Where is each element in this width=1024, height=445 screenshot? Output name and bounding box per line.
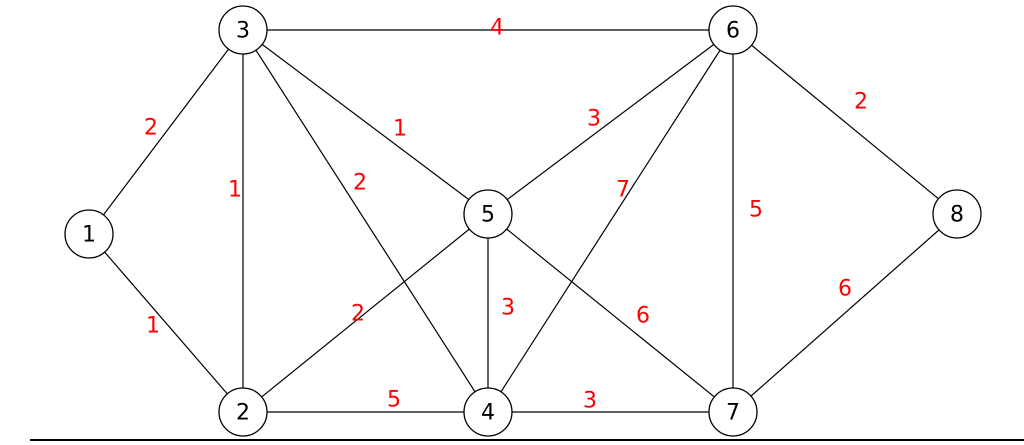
node-circle (708, 387, 758, 437)
edge-weight-3-4: 2 (353, 171, 367, 196)
node-circle (218, 387, 268, 437)
edge-3-5 (242, 29, 489, 215)
edge-1-2 (88, 233, 244, 413)
node-circle (932, 189, 982, 239)
edge-weight-6-7: 5 (749, 198, 763, 223)
edge-4-6 (487, 29, 734, 413)
node-5: 5 (463, 189, 513, 239)
edge-weight-8-7: 6 (838, 277, 852, 302)
node-label: 7 (726, 401, 740, 426)
edge-weight-2-4: 5 (387, 388, 401, 413)
node-8: 8 (932, 189, 982, 239)
edge-8-7 (732, 213, 958, 413)
edge-weight-2-5: 2 (351, 302, 365, 327)
nodes-layer: 1 2 3 4 5 6 7 8 (64, 5, 982, 437)
node-circle (218, 5, 268, 55)
edge-weight-4-7: 3 (583, 389, 597, 414)
node-label: 8 (950, 203, 964, 228)
edge-weight-3-2: 1 (228, 178, 242, 203)
weights-layer: 2 1 1 4 1 2 2 5 3 3 6 7 3 5 2 6 (144, 16, 868, 414)
edge-1-3 (88, 29, 244, 235)
node-label: 2 (236, 401, 250, 426)
node-1: 1 (64, 209, 114, 259)
edges-layer (88, 29, 958, 413)
edge-weight-1-3: 2 (144, 116, 158, 141)
node-label: 6 (726, 19, 740, 44)
node-6: 6 (708, 5, 758, 55)
edge-weight-1-2: 1 (146, 314, 160, 339)
node-4: 4 (463, 387, 513, 437)
edge-weight-5-7: 6 (636, 304, 650, 329)
edge-weight-3-5: 1 (393, 117, 407, 142)
node-3: 3 (218, 5, 268, 55)
node-label: 5 (481, 203, 495, 228)
node-7: 7 (708, 387, 758, 437)
edge-6-8 (732, 29, 958, 215)
edge-3-4 (242, 29, 489, 413)
edge-weight-6-8: 2 (854, 90, 868, 115)
node-circle (463, 189, 513, 239)
node-2: 2 (218, 387, 268, 437)
edge-weight-5-4: 3 (501, 296, 515, 321)
edge-weight-4-6: 7 (616, 178, 630, 203)
node-circle (463, 387, 513, 437)
edge-weight-3-6: 4 (490, 16, 504, 41)
node-circle (708, 5, 758, 55)
node-circle (64, 209, 114, 259)
node-label: 3 (236, 19, 250, 44)
edge-2-5 (242, 213, 489, 413)
edge-weight-5-6: 3 (587, 107, 601, 132)
edge-5-7 (487, 213, 734, 413)
node-label: 4 (481, 401, 495, 426)
edge-5-6 (487, 29, 734, 215)
node-label: 1 (82, 223, 96, 248)
